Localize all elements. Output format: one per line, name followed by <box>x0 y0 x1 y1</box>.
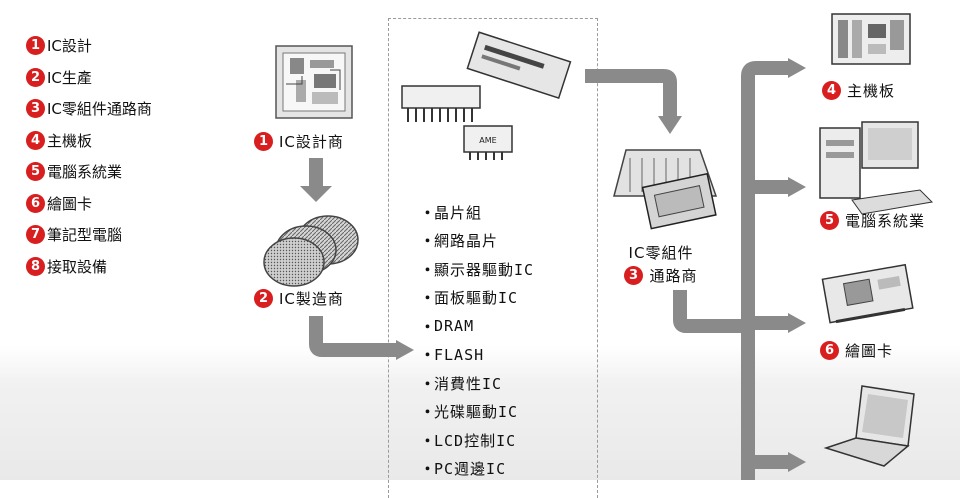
step-badge: 5 <box>820 211 839 230</box>
product-label: 消費性IC <box>434 374 503 393</box>
legend-label: 接取設備 <box>47 257 108 276</box>
laptop-image <box>823 385 915 467</box>
arrow-distributor-to-branches <box>673 290 748 333</box>
product-label: LCD控制IC <box>434 431 517 450</box>
product-label: FLASH <box>434 345 485 364</box>
node-graphics-card: 6 繪圖卡 <box>820 340 893 361</box>
node-label-line2-wrap: 3 通路商 <box>606 265 716 286</box>
node-ic-manufacture: 2 IC製造商 <box>254 288 344 309</box>
step-badge: 7 <box>26 225 45 245</box>
bullet: ・ <box>420 232 437 251</box>
step-badge: 3 <box>624 266 644 285</box>
bullet: ・ <box>420 203 437 222</box>
legend-label: IC零組件通路商 <box>47 100 152 119</box>
chips-image: AME <box>401 31 572 160</box>
legend-label: 繪圖卡 <box>47 194 93 213</box>
node-label: 電腦系統業 <box>845 212 926 230</box>
arrow-design-to-manufacture <box>300 158 332 202</box>
wafer-image <box>263 215 359 287</box>
node-label: IC製造商 <box>279 290 344 308</box>
list-item: ・光碟驅動IC <box>420 398 534 427</box>
step-badge: 1 <box>26 36 45 56</box>
list-item: ・FLASH <box>420 341 534 370</box>
legend-label: IC設計 <box>47 37 92 56</box>
step-badge: 6 <box>26 193 45 213</box>
bullet: ・ <box>420 346 437 365</box>
list-item: ・晶片組 <box>420 198 534 227</box>
step-badge: 3 <box>26 99 45 119</box>
node-label-line1: IC零組件 <box>628 244 694 262</box>
product-label: 面板驅動IC <box>434 289 519 308</box>
pc-image <box>819 121 934 215</box>
legend-label: IC生產 <box>47 68 92 87</box>
legend-label: 筆記型電腦 <box>47 226 123 245</box>
branch-trunk <box>741 58 806 480</box>
step-badge: 5 <box>26 162 45 182</box>
list-item: ・消費性IC <box>420 369 534 398</box>
list-item: ・PC週邊IC <box>420 455 534 484</box>
bullet: ・ <box>420 260 437 279</box>
bullet: ・ <box>420 374 437 393</box>
product-label: PC週邊IC <box>434 460 507 479</box>
product-label: 晶片組 <box>434 203 483 222</box>
node-label-line2: 通路商 <box>649 267 698 285</box>
product-label: 光碟驅動IC <box>434 403 519 422</box>
product-list: ・晶片組 ・網路晶片 ・顯示器驅動IC ・面板驅動IC ・DRAM ・FLASH… <box>420 198 534 483</box>
bullet: ・ <box>420 431 437 450</box>
bullet: ・ <box>420 403 437 422</box>
list-item: ・網路晶片 <box>420 227 534 256</box>
product-label: DRAM <box>434 317 475 336</box>
node-motherboard: 4 主機板 <box>822 80 895 101</box>
node-label: 主機板 <box>847 82 896 100</box>
step-badge: 6 <box>820 341 839 360</box>
node-label: 繪圖卡 <box>845 342 894 360</box>
node-ic-design: 1 IC設計商 <box>254 131 344 152</box>
list-item: ・面板驅動IC <box>420 284 534 313</box>
step-badge: 8 <box>26 256 45 276</box>
motherboard-image <box>831 13 911 65</box>
arrow-products-to-distributor <box>585 69 682 134</box>
list-item: ・顯示器驅動IC <box>420 255 534 284</box>
node-pc-system: 5 電腦系統業 <box>820 210 925 231</box>
step-badge: 4 <box>822 81 841 100</box>
node-distributor: IC零組件 3 通路商 <box>606 242 716 286</box>
chip-layout-image <box>275 45 353 119</box>
flow-diagram: AME <box>263 13 934 480</box>
distributor-image <box>613 149 718 230</box>
list-item: ・LCD控制IC <box>420 426 534 455</box>
legend-label: 電腦系統業 <box>47 163 123 182</box>
legend-label: 主機板 <box>47 131 93 150</box>
bullet: ・ <box>420 289 437 308</box>
step-badge: 4 <box>26 130 45 150</box>
products-box <box>388 18 598 498</box>
bullet: ・ <box>420 317 437 336</box>
step-badge: 2 <box>26 67 45 87</box>
step-badge: 2 <box>254 289 273 308</box>
step-badge: 1 <box>254 132 273 151</box>
bullet: ・ <box>420 460 437 479</box>
node-label: IC設計商 <box>279 133 344 151</box>
product-label: 顯示器驅動IC <box>434 260 535 279</box>
chip-marking: AME <box>479 136 496 145</box>
arrow-manufacture-to-products <box>309 316 414 360</box>
product-label: 網路晶片 <box>434 232 499 251</box>
graphics-card-image <box>821 263 914 324</box>
list-item: ・DRAM <box>420 312 534 341</box>
